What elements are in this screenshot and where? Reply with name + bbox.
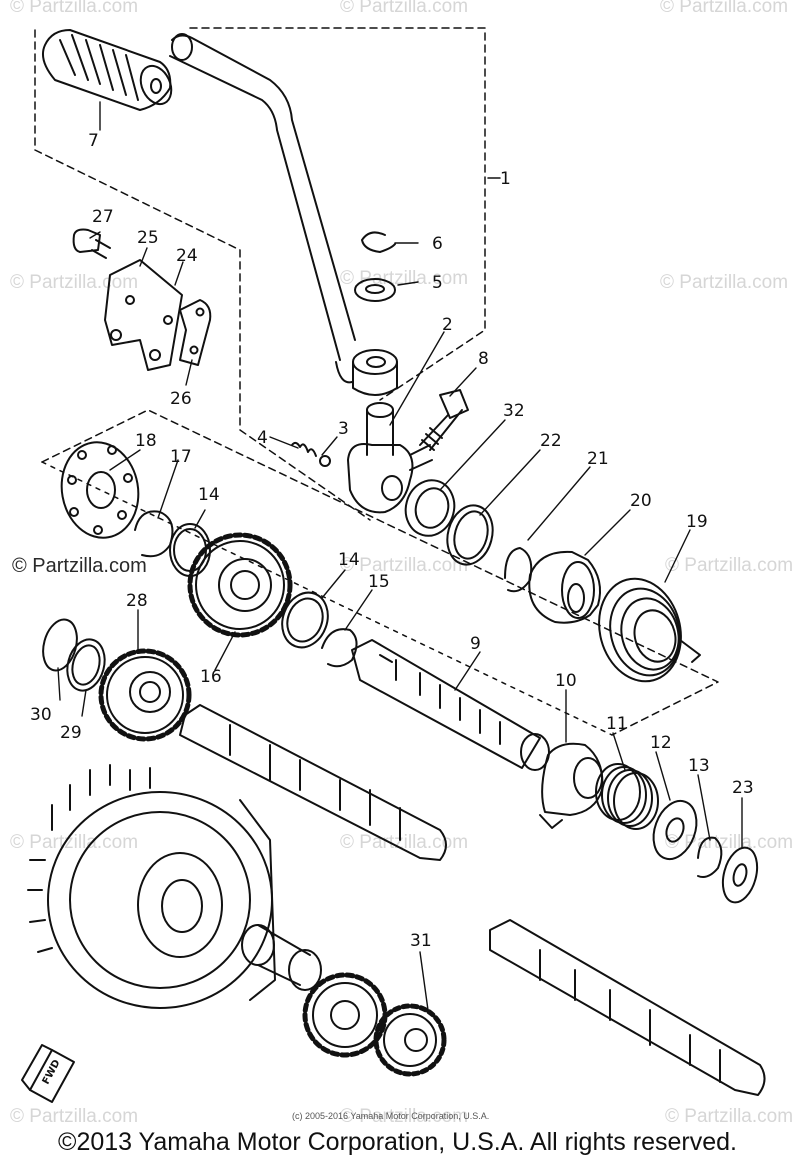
fwd-arrow (21, 1044, 75, 1103)
callout-2: 2 (442, 315, 453, 335)
washer (66, 638, 106, 692)
countershaft (489, 919, 766, 1096)
callout-6: 6 (432, 234, 443, 254)
callout-13: 13 (688, 756, 710, 776)
callout-19: 19 (686, 512, 708, 532)
callout-5: 5 (432, 273, 443, 293)
callout-26: 26 (170, 389, 192, 409)
kick-crank (347, 402, 433, 514)
watermark: © Partzilla.com (340, 268, 469, 289)
callout-22: 22 (540, 431, 562, 451)
plate (104, 259, 183, 371)
callout-7: 7 (88, 131, 99, 151)
callout-30: 30 (30, 705, 52, 725)
callout-27: 27 (92, 207, 114, 227)
spring (291, 441, 317, 457)
callout-14a: 14 (198, 485, 220, 505)
watermark: © Partzilla.com (665, 832, 794, 853)
fwd-label: FWD (41, 1058, 63, 1086)
bolt (419, 389, 469, 451)
callout-11: 11 (606, 714, 628, 734)
callout-18: 18 (135, 431, 157, 451)
circlip (134, 510, 174, 558)
circlip (504, 547, 533, 593)
watermark: © Partzilla.com (340, 555, 469, 576)
kick-lever-boundary (34, 27, 719, 736)
washer (652, 799, 698, 861)
callout-28: 28 (126, 591, 148, 611)
callout-16: 16 (200, 667, 222, 687)
watermark: © Partzilla.com (10, 272, 139, 293)
callout-31: 31 (410, 931, 432, 951)
main-axle (179, 704, 447, 861)
output-gear (302, 972, 447, 1077)
lever-boss (352, 349, 398, 396)
callout-12: 12 (650, 733, 672, 753)
callout-numbers: 7 1 6 5 2 8 3 4 32 22 21 20 19 27 25 24 … (30, 131, 754, 951)
watermark: © Partzilla.com (12, 555, 147, 577)
callout-1: 1 (500, 169, 511, 189)
washer (721, 846, 759, 904)
kick-lever-arm (169, 33, 356, 384)
circlip (361, 231, 396, 253)
watermark: © Partzilla.com (665, 555, 794, 576)
callout-14b: 14 (338, 550, 360, 570)
seal (404, 479, 456, 537)
callout-25: 25 (137, 228, 159, 248)
callout-17: 17 (170, 447, 192, 467)
small-copyright: (c) 2005-2016 Yamaha Motor Corporation, … (292, 1111, 490, 1121)
ball (319, 455, 331, 467)
watermark: © Partzilla.com (340, 0, 469, 17)
callout-23: 23 (732, 778, 754, 798)
gear (187, 532, 293, 638)
bracket (179, 299, 212, 366)
callout-20: 20 (630, 491, 652, 511)
copyright-footer: ©2013 Yamaha Motor Corporation, U.S.A. A… (58, 1128, 737, 1156)
callout-29: 29 (60, 723, 82, 743)
washer (446, 504, 494, 566)
washer (281, 591, 329, 649)
kick-grip (42, 29, 173, 111)
callout-9: 9 (470, 634, 481, 654)
circlip (697, 836, 723, 878)
sleeve (241, 924, 322, 991)
ratchet-spring (595, 763, 659, 830)
watermark: © Partzilla.com (10, 1106, 139, 1127)
watermark: © Partzilla.com (340, 832, 469, 853)
clutch-housing (27, 764, 276, 1009)
callout-10: 10 (555, 671, 577, 691)
leader-lines (57, 101, 743, 1011)
watermark: © Partzilla.com (665, 1106, 794, 1127)
callout-32: 32 (503, 401, 525, 421)
callout-3: 3 (338, 419, 349, 439)
circlip (321, 628, 358, 668)
watermark: © Partzilla.com (10, 0, 139, 17)
watermark: © Partzilla.com (660, 272, 789, 293)
callout-8: 8 (478, 349, 489, 369)
callout-4: 4 (257, 428, 268, 448)
kick-shaft (351, 639, 550, 771)
torsion-spring (598, 577, 701, 683)
callout-21: 21 (587, 449, 609, 469)
callout-15: 15 (368, 572, 390, 592)
bolt-small (72, 228, 111, 259)
watermark: © Partzilla.com (660, 0, 789, 17)
watermark: © Partzilla.com (340, 1106, 469, 1127)
idler-gear (98, 648, 192, 742)
washer (354, 278, 396, 302)
spring-guide (528, 550, 601, 624)
circlip (42, 618, 78, 672)
watermark: © Partzilla.com (10, 832, 139, 853)
ratchet-plate (60, 441, 140, 539)
callout-24: 24 (176, 246, 198, 266)
